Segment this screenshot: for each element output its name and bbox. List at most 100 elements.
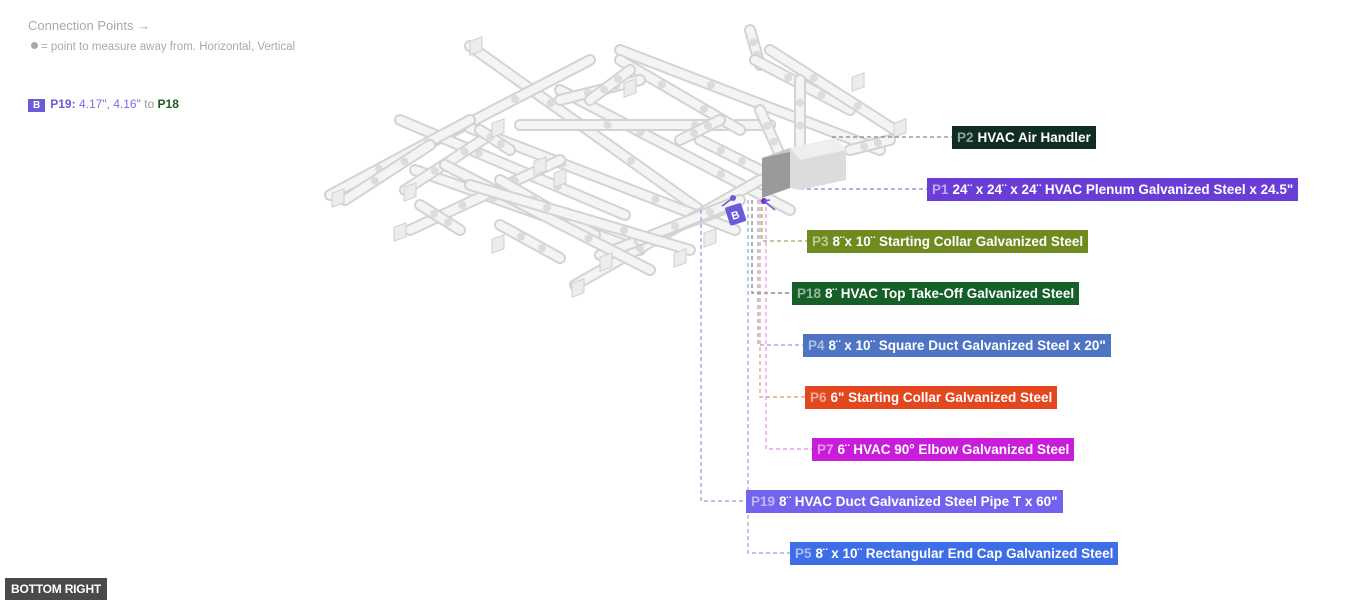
duct-segment xyxy=(754,104,786,161)
duct-joint xyxy=(784,73,793,82)
duct-joint xyxy=(690,129,698,137)
register-cap xyxy=(599,252,613,272)
diagram-point-badge: B xyxy=(725,203,747,226)
duct-joint xyxy=(704,122,712,130)
view-corner-button[interactable]: BOTTOM RIGHT xyxy=(5,578,108,600)
part-description: 8¨ x 10¨ Square Duct Galvanized Steel x … xyxy=(828,338,1106,353)
duct-joint xyxy=(538,244,546,253)
duct-segment xyxy=(764,44,901,136)
register-cap xyxy=(491,118,505,138)
duct-joint xyxy=(738,157,746,165)
duct-joint xyxy=(874,139,882,147)
duct-joint xyxy=(603,121,612,129)
duct-segment xyxy=(634,194,746,246)
duct-body xyxy=(466,181,694,254)
leader-line-p5 xyxy=(747,200,790,554)
leader-line-p18 xyxy=(751,200,792,294)
air-handler-unit[interactable] xyxy=(762,138,846,198)
duct-body xyxy=(476,126,514,154)
duct-network xyxy=(324,24,907,298)
register-cap xyxy=(331,188,345,208)
register-cap xyxy=(893,118,907,138)
leader-line-p7 xyxy=(765,200,812,450)
part-id: P1 xyxy=(932,182,949,197)
duct-body xyxy=(756,106,784,159)
duct-segment xyxy=(614,44,886,156)
register-cap xyxy=(491,234,505,254)
register-cap xyxy=(623,78,637,98)
part-id: P19 xyxy=(751,494,776,509)
duct-joint xyxy=(620,226,628,235)
point-dot-icon xyxy=(31,42,38,49)
duct-joint xyxy=(517,232,525,241)
leader-line-p3 xyxy=(761,200,807,242)
duct-joint xyxy=(796,98,804,107)
part-id: P2 xyxy=(957,130,974,145)
register-cap xyxy=(533,156,547,176)
duct-joint xyxy=(460,147,469,156)
duct-segment xyxy=(339,139,436,206)
diagram-badge-letter: B xyxy=(730,209,741,223)
duct-joint xyxy=(444,218,452,227)
duct-body xyxy=(636,196,744,244)
duct-body xyxy=(616,46,884,154)
duct-body xyxy=(586,66,634,104)
duct-joint xyxy=(763,121,771,130)
duct-joint xyxy=(717,170,725,178)
register-cap xyxy=(393,222,407,242)
duct-segment xyxy=(794,74,806,151)
register-cap xyxy=(403,182,417,202)
register-cap xyxy=(553,168,567,188)
duct-segment xyxy=(414,199,466,236)
duct-body xyxy=(496,221,564,262)
duct-joint xyxy=(497,140,505,148)
legend-note-text: = point to measure away from. Horizontal… xyxy=(41,41,296,53)
part-description: 6" Starting Collar Galvanized Steel xyxy=(830,390,1053,405)
part-description: HVAC Air Handler xyxy=(977,130,1091,145)
leader-lines xyxy=(700,136,952,554)
part-description: 8¨ HVAC Top Take-Off Galvanized Steel xyxy=(825,286,1075,301)
register-cap xyxy=(571,278,585,298)
duct-joint xyxy=(853,102,862,110)
duct-segment xyxy=(674,114,726,146)
duct-joint xyxy=(543,203,551,212)
register-cap xyxy=(703,228,717,248)
duct-joint xyxy=(671,222,679,230)
duct-joint xyxy=(749,38,758,47)
duct-body xyxy=(416,201,464,234)
duct-segment xyxy=(694,134,766,176)
duct-joint xyxy=(458,201,467,210)
duct-joint xyxy=(474,149,483,158)
duct-body xyxy=(846,136,894,154)
part-description: 8¨ x 10¨ Rectangular End Cap Galvanized … xyxy=(815,546,1114,561)
connection-target: P18 xyxy=(157,97,179,111)
duct-joint xyxy=(584,234,593,243)
part-description: 6¨ HVAC 90° Elbow Galvanized Steel xyxy=(837,442,1070,457)
duct-body xyxy=(341,141,434,204)
duct-joint xyxy=(706,208,714,216)
duct-joint xyxy=(400,157,409,166)
duct-segment xyxy=(494,219,566,264)
diagram-badge-bg xyxy=(725,203,747,226)
leader-line-p19 xyxy=(700,210,746,502)
duct-segment xyxy=(584,64,636,106)
duct-joint xyxy=(546,99,555,108)
point-markers xyxy=(721,195,776,211)
duct-joint xyxy=(511,95,519,103)
duct-joint xyxy=(370,176,379,185)
duct-joint xyxy=(600,85,608,94)
duct-body xyxy=(696,136,764,174)
part-id: P3 xyxy=(812,234,829,249)
connection-badge: B xyxy=(28,99,46,112)
duct-segment xyxy=(844,134,896,156)
